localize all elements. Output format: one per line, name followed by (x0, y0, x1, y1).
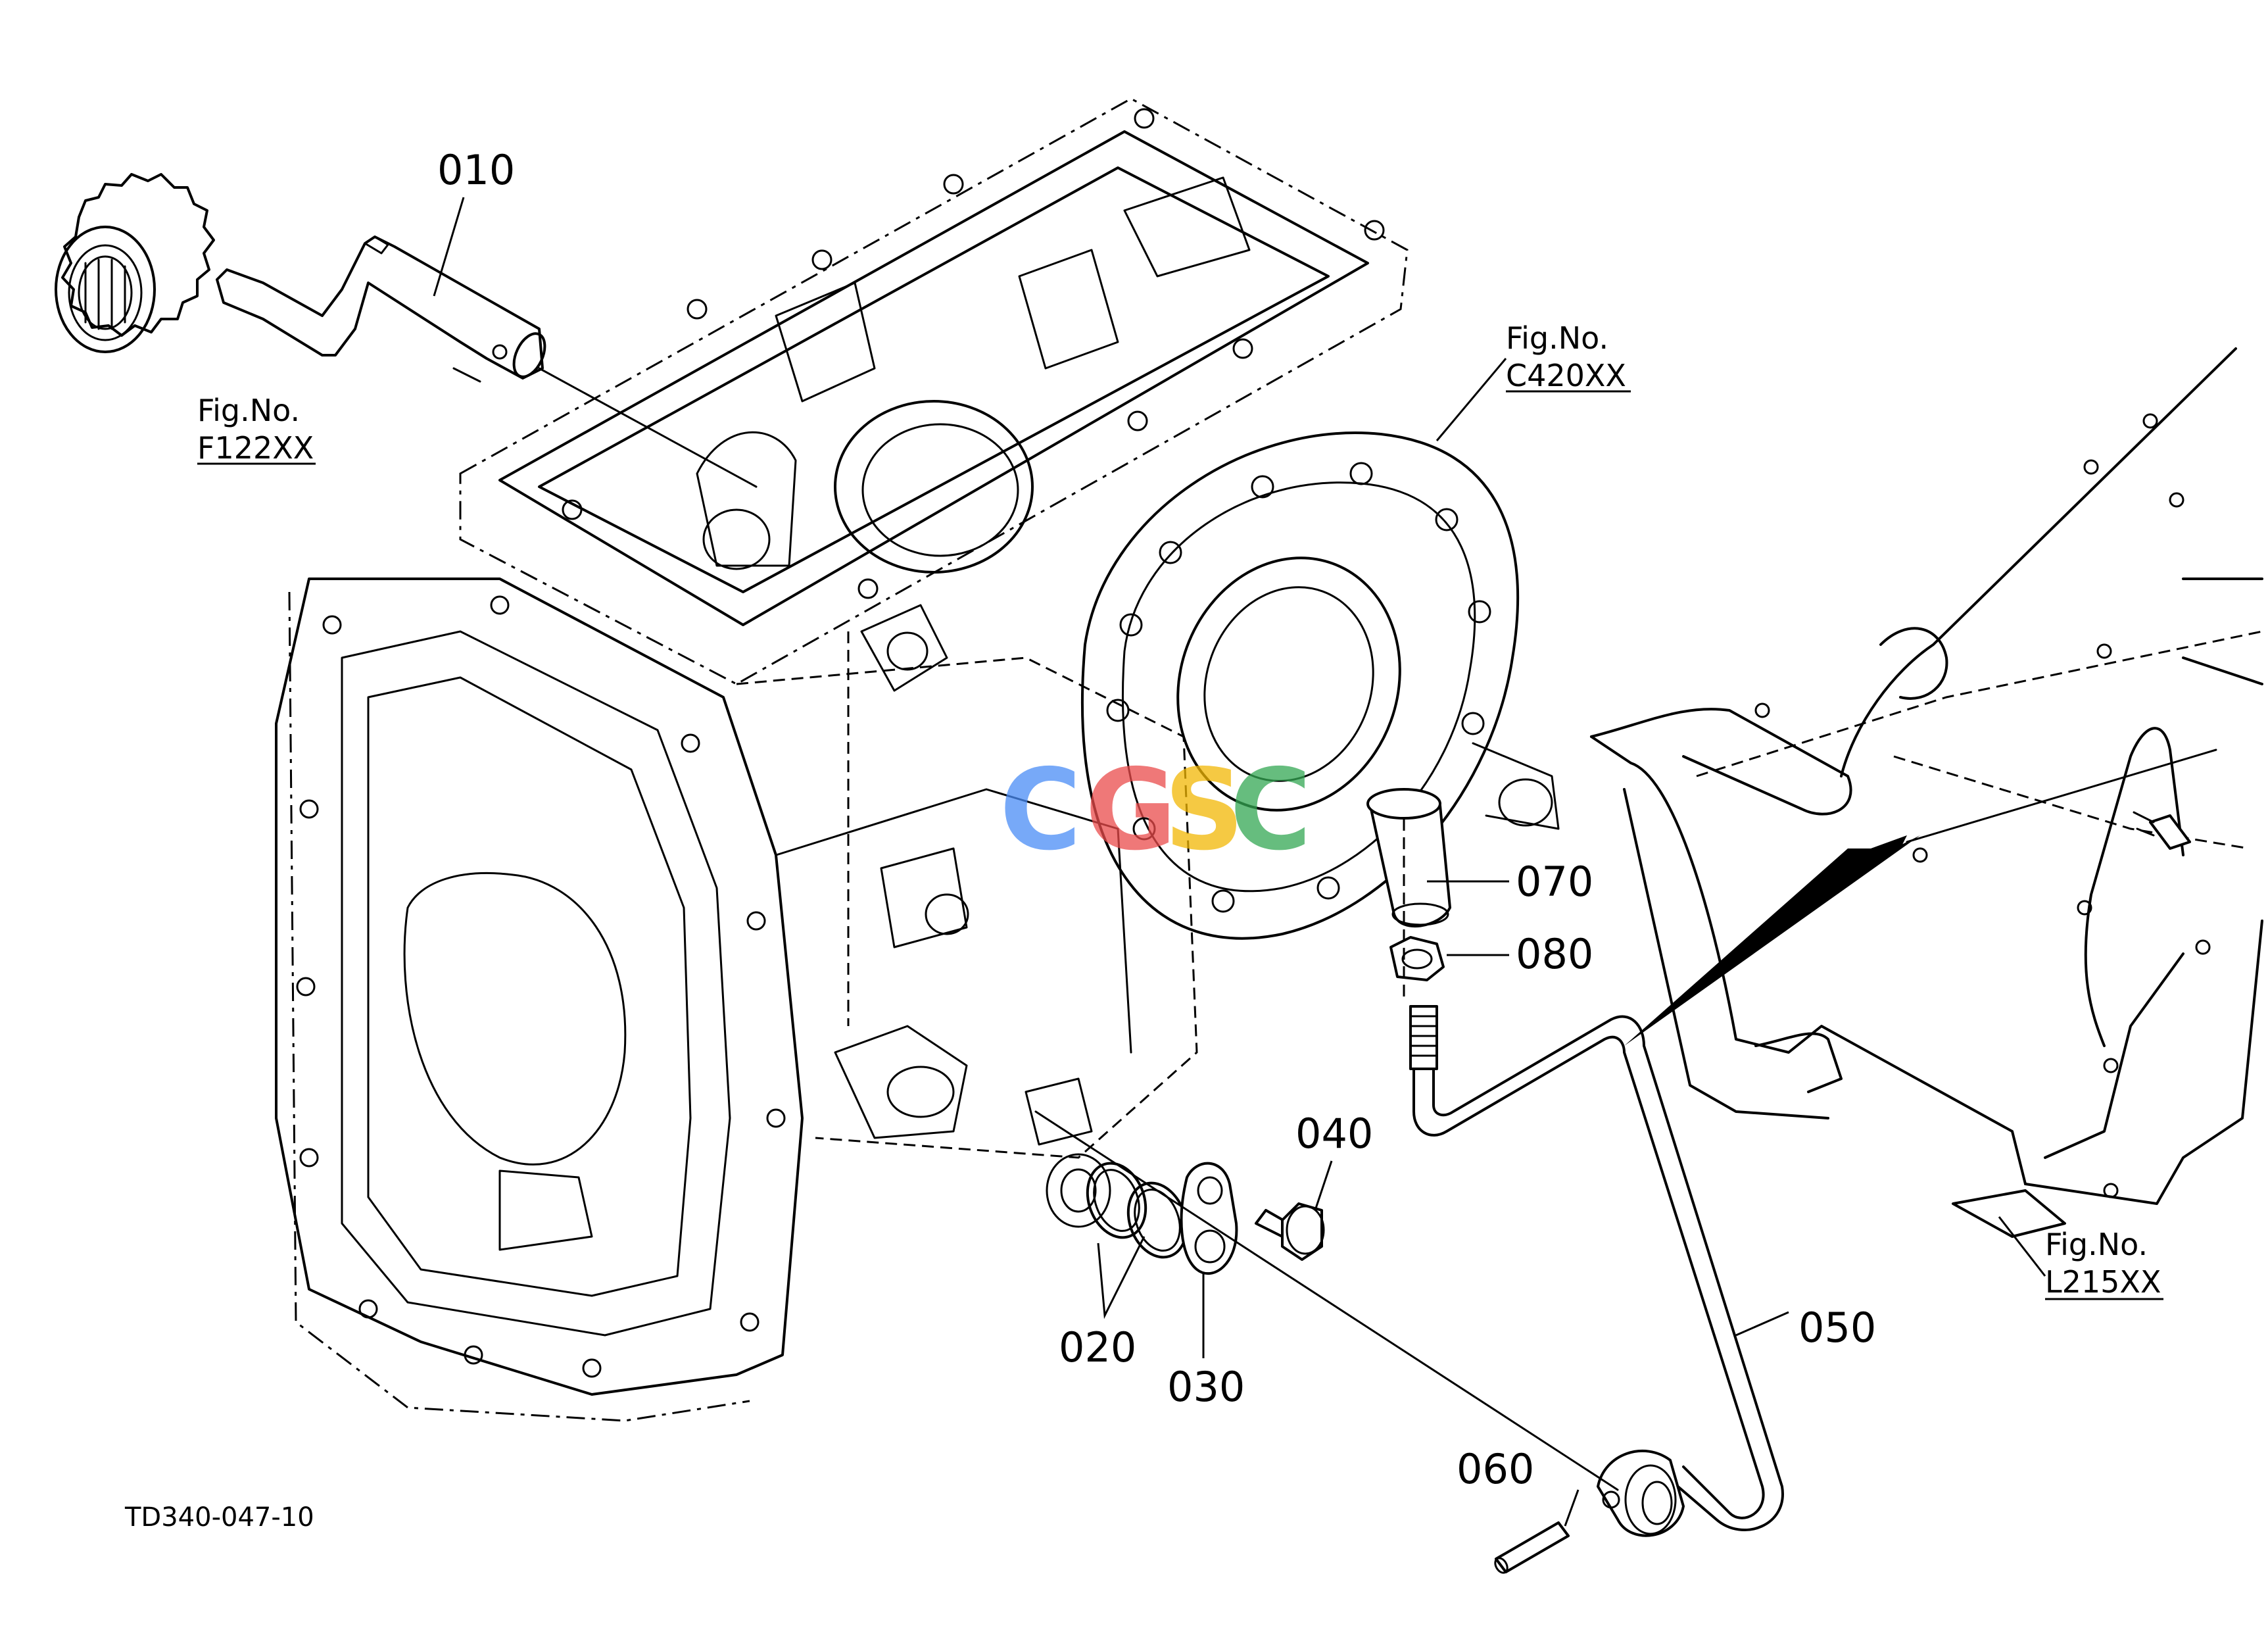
part-label-080: 080 (1516, 930, 1593, 978)
part-label-040: 040 (1295, 1110, 1373, 1158)
fig-ref-code-c420xx: C420XX (1506, 358, 1626, 393)
part-010-shift-arm-shaft (55, 173, 758, 488)
watermark-letter-3: S (1164, 745, 1244, 875)
flange-holes (562, 108, 1385, 599)
fig-ref-underlines (197, 390, 2163, 1300)
gear-f122xx (55, 173, 215, 353)
figure-references: Fig.No. F122XX Fig.No. C420XX Fig.No. L2… (197, 320, 2161, 1300)
watermark-letter-1: C (1000, 745, 1082, 875)
part-label-050: 050 (1798, 1304, 1876, 1352)
watermark-letter-2: G (1085, 745, 1177, 875)
fig-ref-label-3: Fig.No. (2045, 1227, 2148, 1262)
fig-ref-code-f122xx: F122XX (197, 430, 314, 466)
part-060-spring-pin (1494, 1521, 1570, 1574)
face-holes (296, 595, 786, 1378)
part-label-020: 020 (1059, 1323, 1136, 1371)
part-080-nut (1389, 936, 1445, 981)
part-label-070: 070 (1516, 858, 1593, 906)
frame-holes (1754, 413, 2211, 1198)
fig-ref-code-l215xx: L215XX (2045, 1264, 2161, 1300)
leader-lines (433, 197, 2046, 1527)
part-label-010: 010 (437, 146, 515, 194)
diagram-code: TD340-047-10 (124, 1502, 314, 1533)
watermark-logo: C G S C (1000, 745, 1312, 875)
part-070-knob (1366, 788, 1451, 928)
part-050-shift-rod (1409, 1005, 1784, 1537)
fig-ref-label-2: Fig.No. (1506, 320, 1608, 356)
part-label-030: 030 (1167, 1363, 1245, 1411)
watermark-letter-4: C (1230, 745, 1312, 875)
transmission-case (275, 97, 1409, 1422)
frame-l215xx (1590, 347, 2263, 1238)
part-label-060: 060 (1457, 1445, 1534, 1493)
part-030-lock-plate (1180, 1162, 1238, 1275)
part-040-bolt (1255, 1202, 1325, 1261)
part-number-labels: 010 020 030 040 050 060 070 080 (437, 146, 1876, 1493)
fig-ref-label-1: Fig.No. (197, 393, 300, 428)
assembly-direction-arrow (1624, 749, 2217, 1046)
rear-flange-housing (1081, 431, 1560, 940)
